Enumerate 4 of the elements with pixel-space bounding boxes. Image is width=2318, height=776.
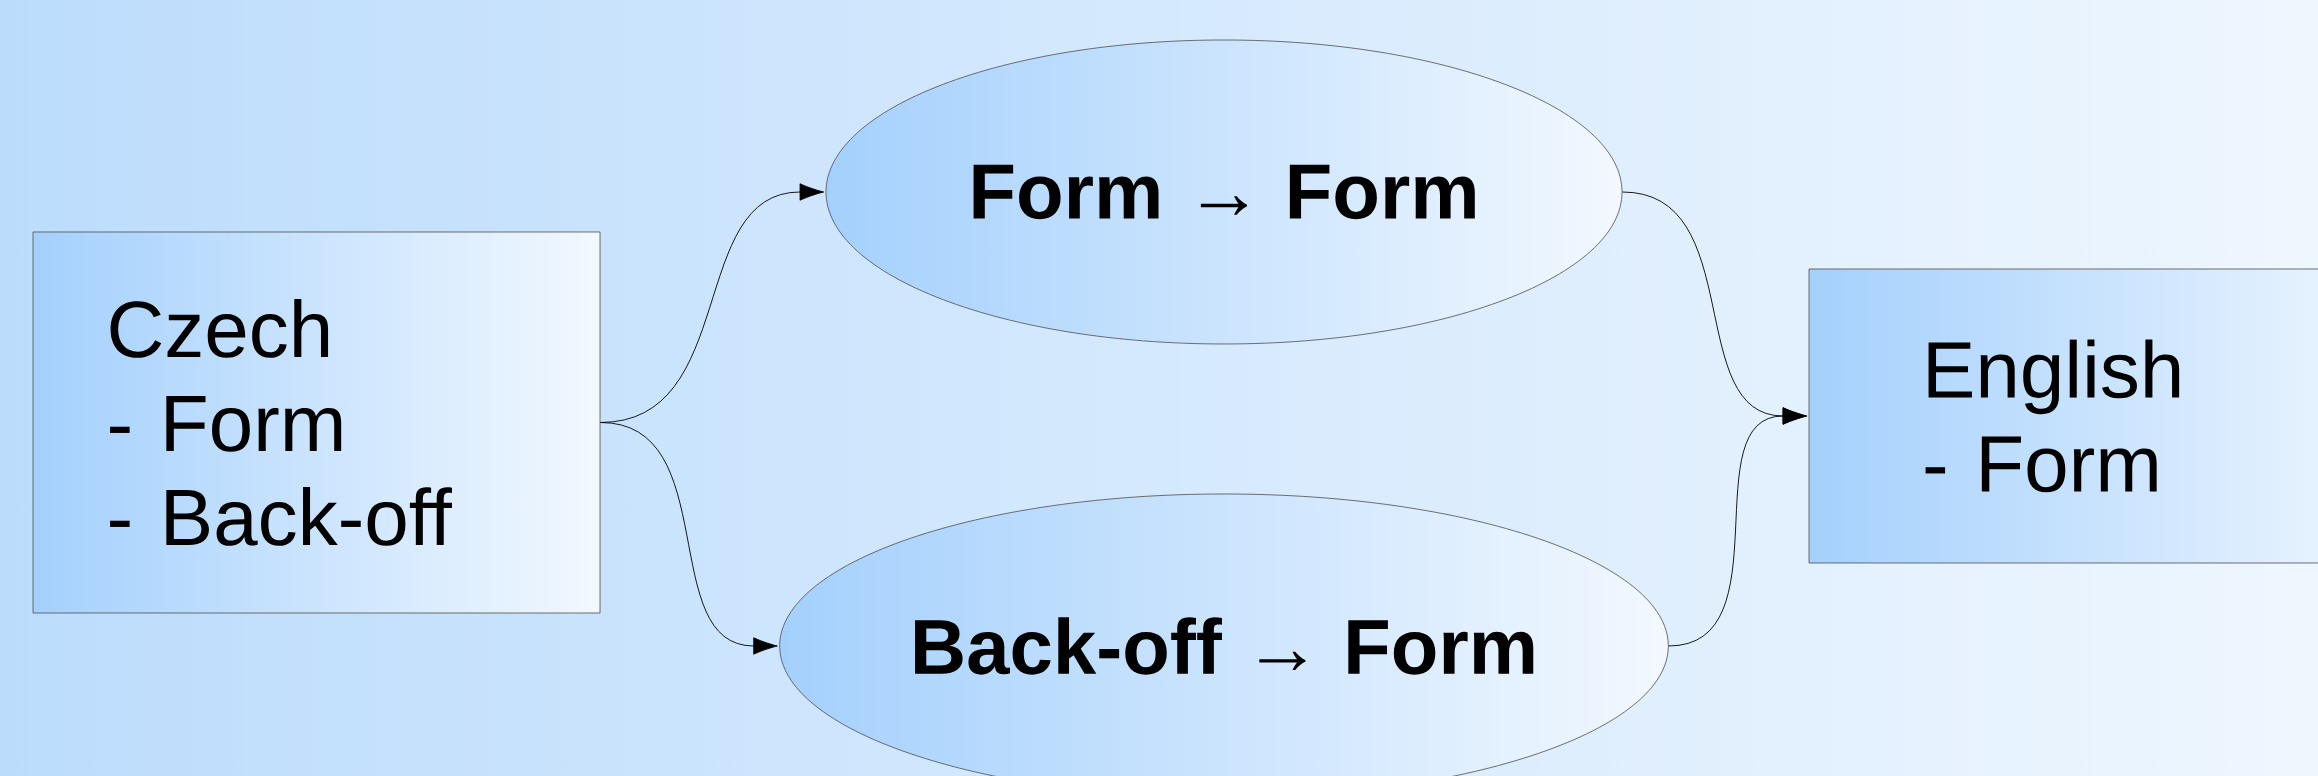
arrow: [1668, 407, 1808, 647]
language-box: Czech - Form - Back-off: [32, 231, 601, 614]
language-box: English - Form: [1808, 268, 2318, 564]
arrow: [599, 422, 778, 655]
